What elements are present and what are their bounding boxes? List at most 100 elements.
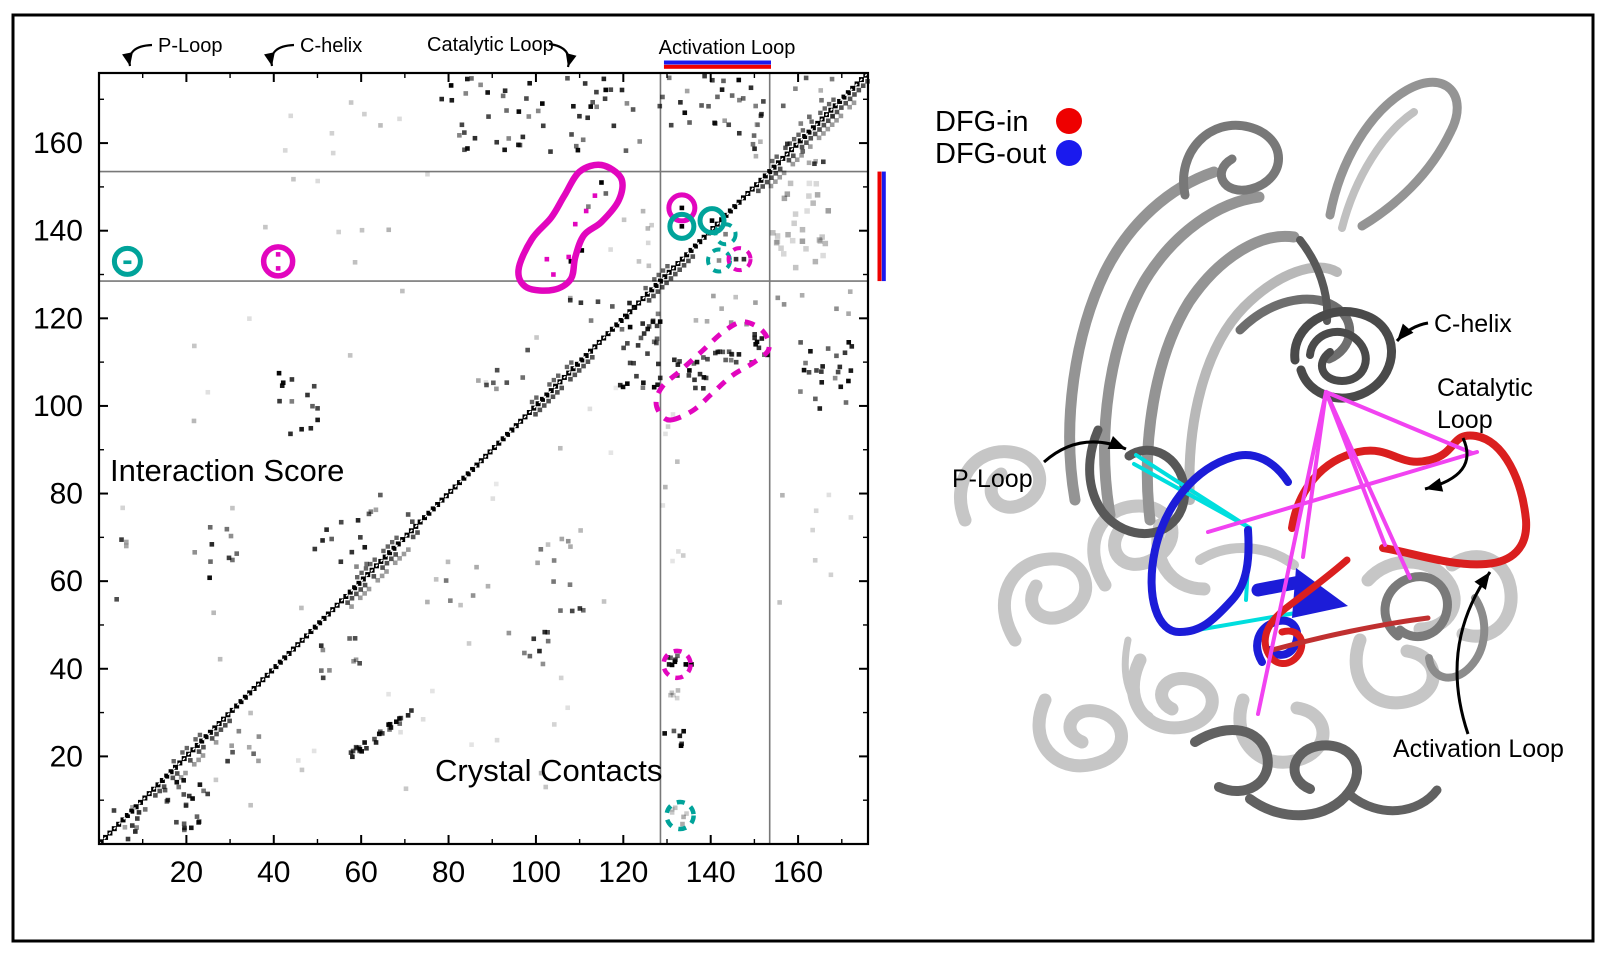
matrix-cell bbox=[656, 361, 661, 367]
diagonal-cell bbox=[366, 586, 372, 592]
matrix-cell bbox=[403, 786, 409, 792]
diagonal-cell bbox=[375, 577, 381, 583]
y-axis-tick-label: 140 bbox=[33, 215, 83, 248]
catalytic-loop-annotation: Catalytic Loop bbox=[427, 34, 577, 68]
activation-loop-red-ribbon bbox=[1261, 431, 1531, 667]
matrix-cell bbox=[502, 88, 508, 94]
x-axis-tick-label: 40 bbox=[257, 856, 290, 889]
matrix-cell bbox=[211, 610, 216, 616]
matrix-cell bbox=[351, 658, 356, 664]
y-axis-tick-label: 100 bbox=[33, 390, 83, 423]
matrix-cell bbox=[282, 148, 288, 153]
matrix-cell bbox=[398, 729, 403, 735]
matrix-cell bbox=[320, 647, 326, 653]
matrix-cell bbox=[630, 107, 636, 112]
matrix-cell bbox=[458, 602, 463, 608]
diagonal-cell bbox=[660, 268, 666, 273]
diagonal-cell bbox=[856, 87, 862, 93]
matrix-cell bbox=[655, 382, 660, 388]
matrix-cell bbox=[799, 293, 805, 298]
matrix-cell bbox=[565, 75, 570, 81]
matrix-cell bbox=[780, 492, 785, 498]
highlight-cell bbox=[551, 272, 556, 277]
diagonal-cell bbox=[569, 360, 574, 365]
matrix-cell bbox=[551, 579, 556, 584]
diagonal-cell bbox=[818, 110, 823, 116]
diagonal-cell bbox=[760, 184, 765, 189]
matrix-cell bbox=[660, 94, 665, 100]
diagonal-cell bbox=[774, 154, 779, 159]
matrix-cell bbox=[289, 399, 295, 404]
matrix-cell bbox=[692, 377, 697, 383]
matrix-cell bbox=[279, 383, 285, 388]
diagonal-cell bbox=[773, 171, 779, 176]
matrix-cell bbox=[347, 636, 352, 641]
matrix-cell bbox=[276, 370, 282, 376]
diagonal-cell bbox=[415, 530, 420, 535]
matrix-cell bbox=[174, 779, 180, 785]
diagonal-cell bbox=[164, 773, 170, 779]
diagonal-cell bbox=[800, 128, 806, 133]
diagonal-cell bbox=[546, 398, 551, 404]
matrix-cell bbox=[373, 740, 379, 745]
diagonal-cell bbox=[406, 547, 411, 552]
matrix-cell bbox=[798, 340, 803, 345]
diagonal-cell bbox=[277, 659, 283, 665]
matrix-cell bbox=[825, 346, 831, 351]
highlight-cell bbox=[592, 193, 598, 198]
matrix-cell bbox=[299, 767, 305, 773]
matrix-cell bbox=[397, 116, 402, 122]
diagonal-cell bbox=[830, 114, 835, 119]
diagonal-cell bbox=[191, 761, 197, 767]
diagonal-cell bbox=[129, 808, 135, 814]
legend-dfg-out-label: DFG-out bbox=[935, 138, 1046, 170]
diagonal-cell bbox=[157, 788, 163, 794]
diagonal-cell bbox=[200, 753, 206, 758]
diagonal-cell bbox=[286, 650, 292, 656]
diagonal-cell bbox=[304, 633, 310, 639]
diagonal-cell bbox=[213, 740, 219, 745]
structure-label-c-helix-text: C-helix bbox=[1434, 310, 1512, 338]
diagonal-cell bbox=[197, 732, 203, 738]
matrix-cell bbox=[386, 227, 392, 233]
matrix-cell bbox=[793, 86, 798, 92]
diagonal-cell bbox=[589, 355, 595, 360]
matrix-cell bbox=[236, 728, 242, 734]
matrix-cell bbox=[668, 122, 674, 128]
matrix-cell bbox=[524, 96, 529, 101]
diagonal-cell bbox=[618, 318, 624, 324]
diagonal-cell bbox=[172, 764, 178, 770]
matrix-cell bbox=[808, 348, 813, 354]
diagonal-cell bbox=[665, 263, 670, 269]
matrix-cell bbox=[670, 558, 675, 564]
highlight-cell bbox=[733, 256, 739, 262]
highlight-cell bbox=[579, 248, 585, 253]
diagonal-cell bbox=[799, 144, 805, 150]
matrix-cell bbox=[645, 240, 651, 246]
matrix-cell bbox=[594, 89, 599, 95]
matrix-cell bbox=[682, 110, 688, 116]
matrix-cell bbox=[516, 109, 522, 114]
matrix-cell bbox=[190, 796, 195, 801]
diagonal-cell bbox=[692, 243, 698, 249]
matrix-cell bbox=[784, 191, 791, 197]
matrix-cell bbox=[636, 259, 642, 264]
diagonal-cell bbox=[541, 403, 547, 408]
diagonal-cell bbox=[363, 566, 369, 571]
highlight-cell bbox=[566, 254, 572, 260]
matrix-cell bbox=[722, 118, 727, 124]
diagonal-cell bbox=[764, 179, 770, 185]
matrix-cell bbox=[721, 78, 726, 84]
highlight-circle bbox=[111, 245, 143, 277]
matrix-cell bbox=[330, 150, 336, 156]
matrix-cell bbox=[299, 605, 304, 611]
matrix-cell bbox=[542, 629, 548, 635]
matrix-cell bbox=[364, 745, 369, 751]
matrix-cell bbox=[726, 122, 732, 128]
matrix-cell bbox=[803, 75, 809, 81]
diagonal-cell bbox=[180, 750, 185, 755]
matrix-cell bbox=[693, 318, 699, 323]
highlight-blob bbox=[515, 161, 626, 294]
matrix-cell bbox=[663, 431, 668, 437]
